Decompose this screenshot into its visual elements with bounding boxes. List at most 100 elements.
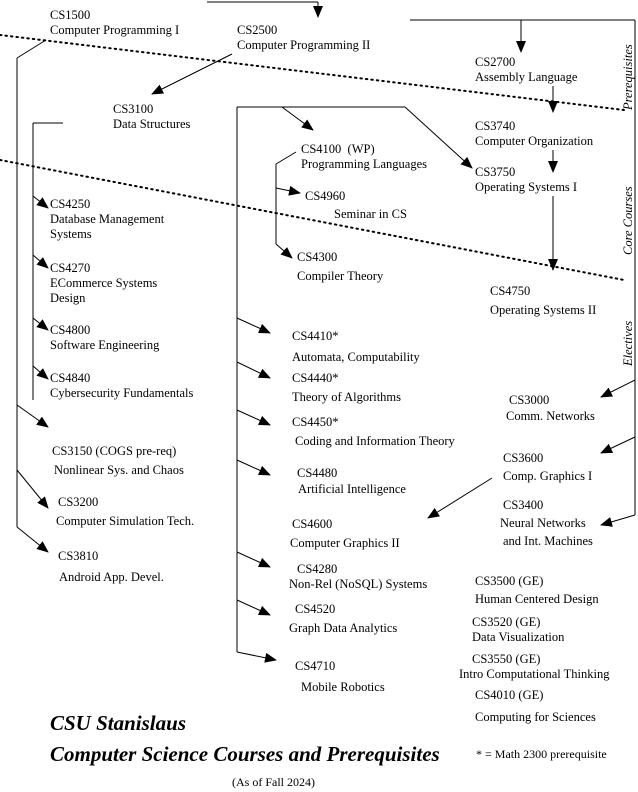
course-code: CS4750	[490, 284, 531, 298]
band-label-core: Core Courses	[621, 186, 635, 255]
course-cs4440: CS4440* Theory of Algorithms	[292, 369, 401, 407]
course-cs3000: CS3000 Comm. Networks	[506, 392, 595, 424]
prereq-arrow	[32, 195, 49, 209]
course-cs1500: CS1500 Computer Programming I	[50, 8, 179, 38]
course-code: CS4270	[50, 261, 91, 275]
band-label-electives: Electives	[621, 320, 635, 366]
course-code: CS4960	[305, 189, 346, 203]
prereq-arrow	[32, 254, 49, 269]
course-code: CS4300	[297, 250, 338, 264]
course-code: CS3100	[113, 102, 154, 116]
course-name: Mobile Robotics	[301, 680, 385, 694]
course-cs4100: CS4100 (WP) Programming Languages	[301, 142, 427, 172]
prereq-arrow	[236, 361, 271, 379]
prereq-arrow	[32, 365, 49, 380]
course-cs3520: CS3520 (GE) Data Visualization	[472, 615, 564, 645]
prereq-arrow	[16, 469, 49, 509]
course-name: Computing for Sciences	[475, 710, 596, 724]
prereq-arrow	[236, 599, 271, 616]
course-cs4270: CS4270 ECommerce Systems Design	[50, 261, 157, 306]
course-cs4750: CS4750 Operating Systems II	[490, 282, 596, 320]
course-cs2700: CS2700 Assembly Language	[475, 55, 577, 85]
page-title: CSU Stanislaus	[50, 711, 186, 735]
course-name: Automata, Computability	[292, 350, 420, 364]
course-code: CS4480	[297, 466, 338, 480]
prereq-arrow	[16, 39, 47, 59]
course-code: CS4710	[295, 659, 336, 673]
course-cs3200: CS3200 Computer Simulation Tech.	[56, 493, 195, 531]
course-cs3100: CS3100 Data Structures	[113, 102, 190, 132]
course-cs4520: CS4520 Graph Data Analytics	[289, 600, 397, 638]
course-name: Coding and Information Theory	[295, 434, 455, 448]
course-name: Assembly Language	[475, 70, 578, 84]
course-cs3500: CS3500 (GE) Human Centered Design	[475, 572, 599, 608]
course-cs4250: CS4250 Database Management Systems	[50, 197, 164, 242]
course-cs4480: CS4480 Artificial Intelligence	[297, 465, 406, 497]
prereq-arrow	[236, 317, 271, 334]
course-code: CS3810	[58, 549, 99, 563]
course-cs3810: CS3810 Android App. Devel.	[58, 546, 164, 588]
course-cs4800: CS4800 Software Engineering	[50, 323, 159, 353]
prereq-arrow	[236, 459, 271, 476]
course-name: Comm. Networks	[506, 409, 595, 423]
course-name-cont: Design	[50, 291, 86, 305]
course-cs4710: CS4710 Mobile Robotics	[295, 656, 385, 698]
prereq-arrow	[275, 151, 297, 165]
course-name: Artificial Intelligence	[298, 482, 406, 496]
course-name: Operating Systems II	[490, 303, 597, 317]
course-cs3150: CS3150 (COGS pre-req) Nonlinear Sys. and…	[52, 442, 184, 480]
course-cs4450: CS4450* Coding and Information Theory	[292, 413, 455, 451]
course-code: CS4250	[50, 197, 91, 211]
course-cs3740: CS3740 Computer Organization	[475, 119, 593, 149]
prereq-arrow	[16, 404, 49, 428]
prereq-note: * = Math 2300 prerequisite	[476, 747, 607, 761]
course-code: CS4280	[297, 562, 338, 576]
course-name: Cybersecurity Fundamentals	[50, 386, 194, 400]
course-name: Non-Rel (NoSQL) Systems	[289, 577, 428, 591]
prereq-arrow	[275, 243, 293, 259]
prereq-arrow	[600, 514, 636, 527]
course-code: CS3500 (GE)	[475, 574, 544, 588]
course-cs4410: CS4410* Automata, Computability	[292, 326, 420, 368]
band-separator-bottom	[0, 159, 625, 281]
course-code: CS3600	[503, 451, 544, 465]
course-code: CS3000	[509, 393, 550, 407]
prereq-arrow	[600, 379, 636, 398]
course-name: Computer Programming I	[50, 23, 180, 37]
course-name: Computer Simulation Tech.	[56, 514, 195, 528]
course-name: Data Visualization	[472, 630, 565, 644]
band-label-prerequisites: Prerequisites	[621, 44, 635, 110]
course-code: CS4450*	[292, 415, 339, 429]
course-name: Computer Organization	[475, 134, 594, 148]
page-subtitle: Computer Science Courses and Prerequisit…	[50, 742, 440, 766]
course-code: CS3400	[503, 498, 544, 512]
course-code: CS4600	[292, 517, 333, 531]
course-name: Nonlinear Sys. and Chaos	[54, 463, 184, 477]
course-code: CS4010 (GE)	[475, 688, 544, 702]
course-code: CS1500	[50, 8, 91, 22]
course-cs4840: CS4840 Cybersecurity Fundamentals	[50, 371, 193, 401]
course-code: CS3200	[58, 495, 99, 509]
prereq-arrow	[236, 551, 271, 568]
course-code: CS4520	[295, 602, 336, 616]
prereq-arrow	[236, 409, 271, 426]
course-name: Database Management	[50, 212, 165, 226]
prereq-arrow	[404, 106, 473, 169]
course-cs4600: CS4600 Computer Graphics II	[290, 515, 400, 553]
prereq-arrow	[275, 185, 301, 196]
course-name: Operating Systems I	[475, 180, 578, 194]
course-cs4300: CS4300 Compiler Theory	[297, 248, 383, 286]
course-name: Programming Languages	[301, 157, 428, 171]
course-name: Human Centered Design	[475, 592, 599, 606]
course-name: Intro Computational Thinking	[459, 667, 610, 681]
course-cs2500: CS2500 Computer Programming II	[237, 23, 370, 53]
course-cs3550: CS3550 (GE) Intro Computational Thinking	[459, 652, 609, 682]
prereq-arrow	[16, 526, 49, 553]
course-name: Theory of Algorithms	[292, 390, 402, 404]
course-code: CS3550 (GE)	[472, 652, 541, 666]
course-name: Data Structures	[113, 117, 191, 131]
course-code: CS3740	[475, 119, 516, 133]
course-cs3400: CS3400 Neural Networks and Int. Machines	[500, 496, 593, 550]
course-name: Neural Networks	[500, 516, 586, 530]
